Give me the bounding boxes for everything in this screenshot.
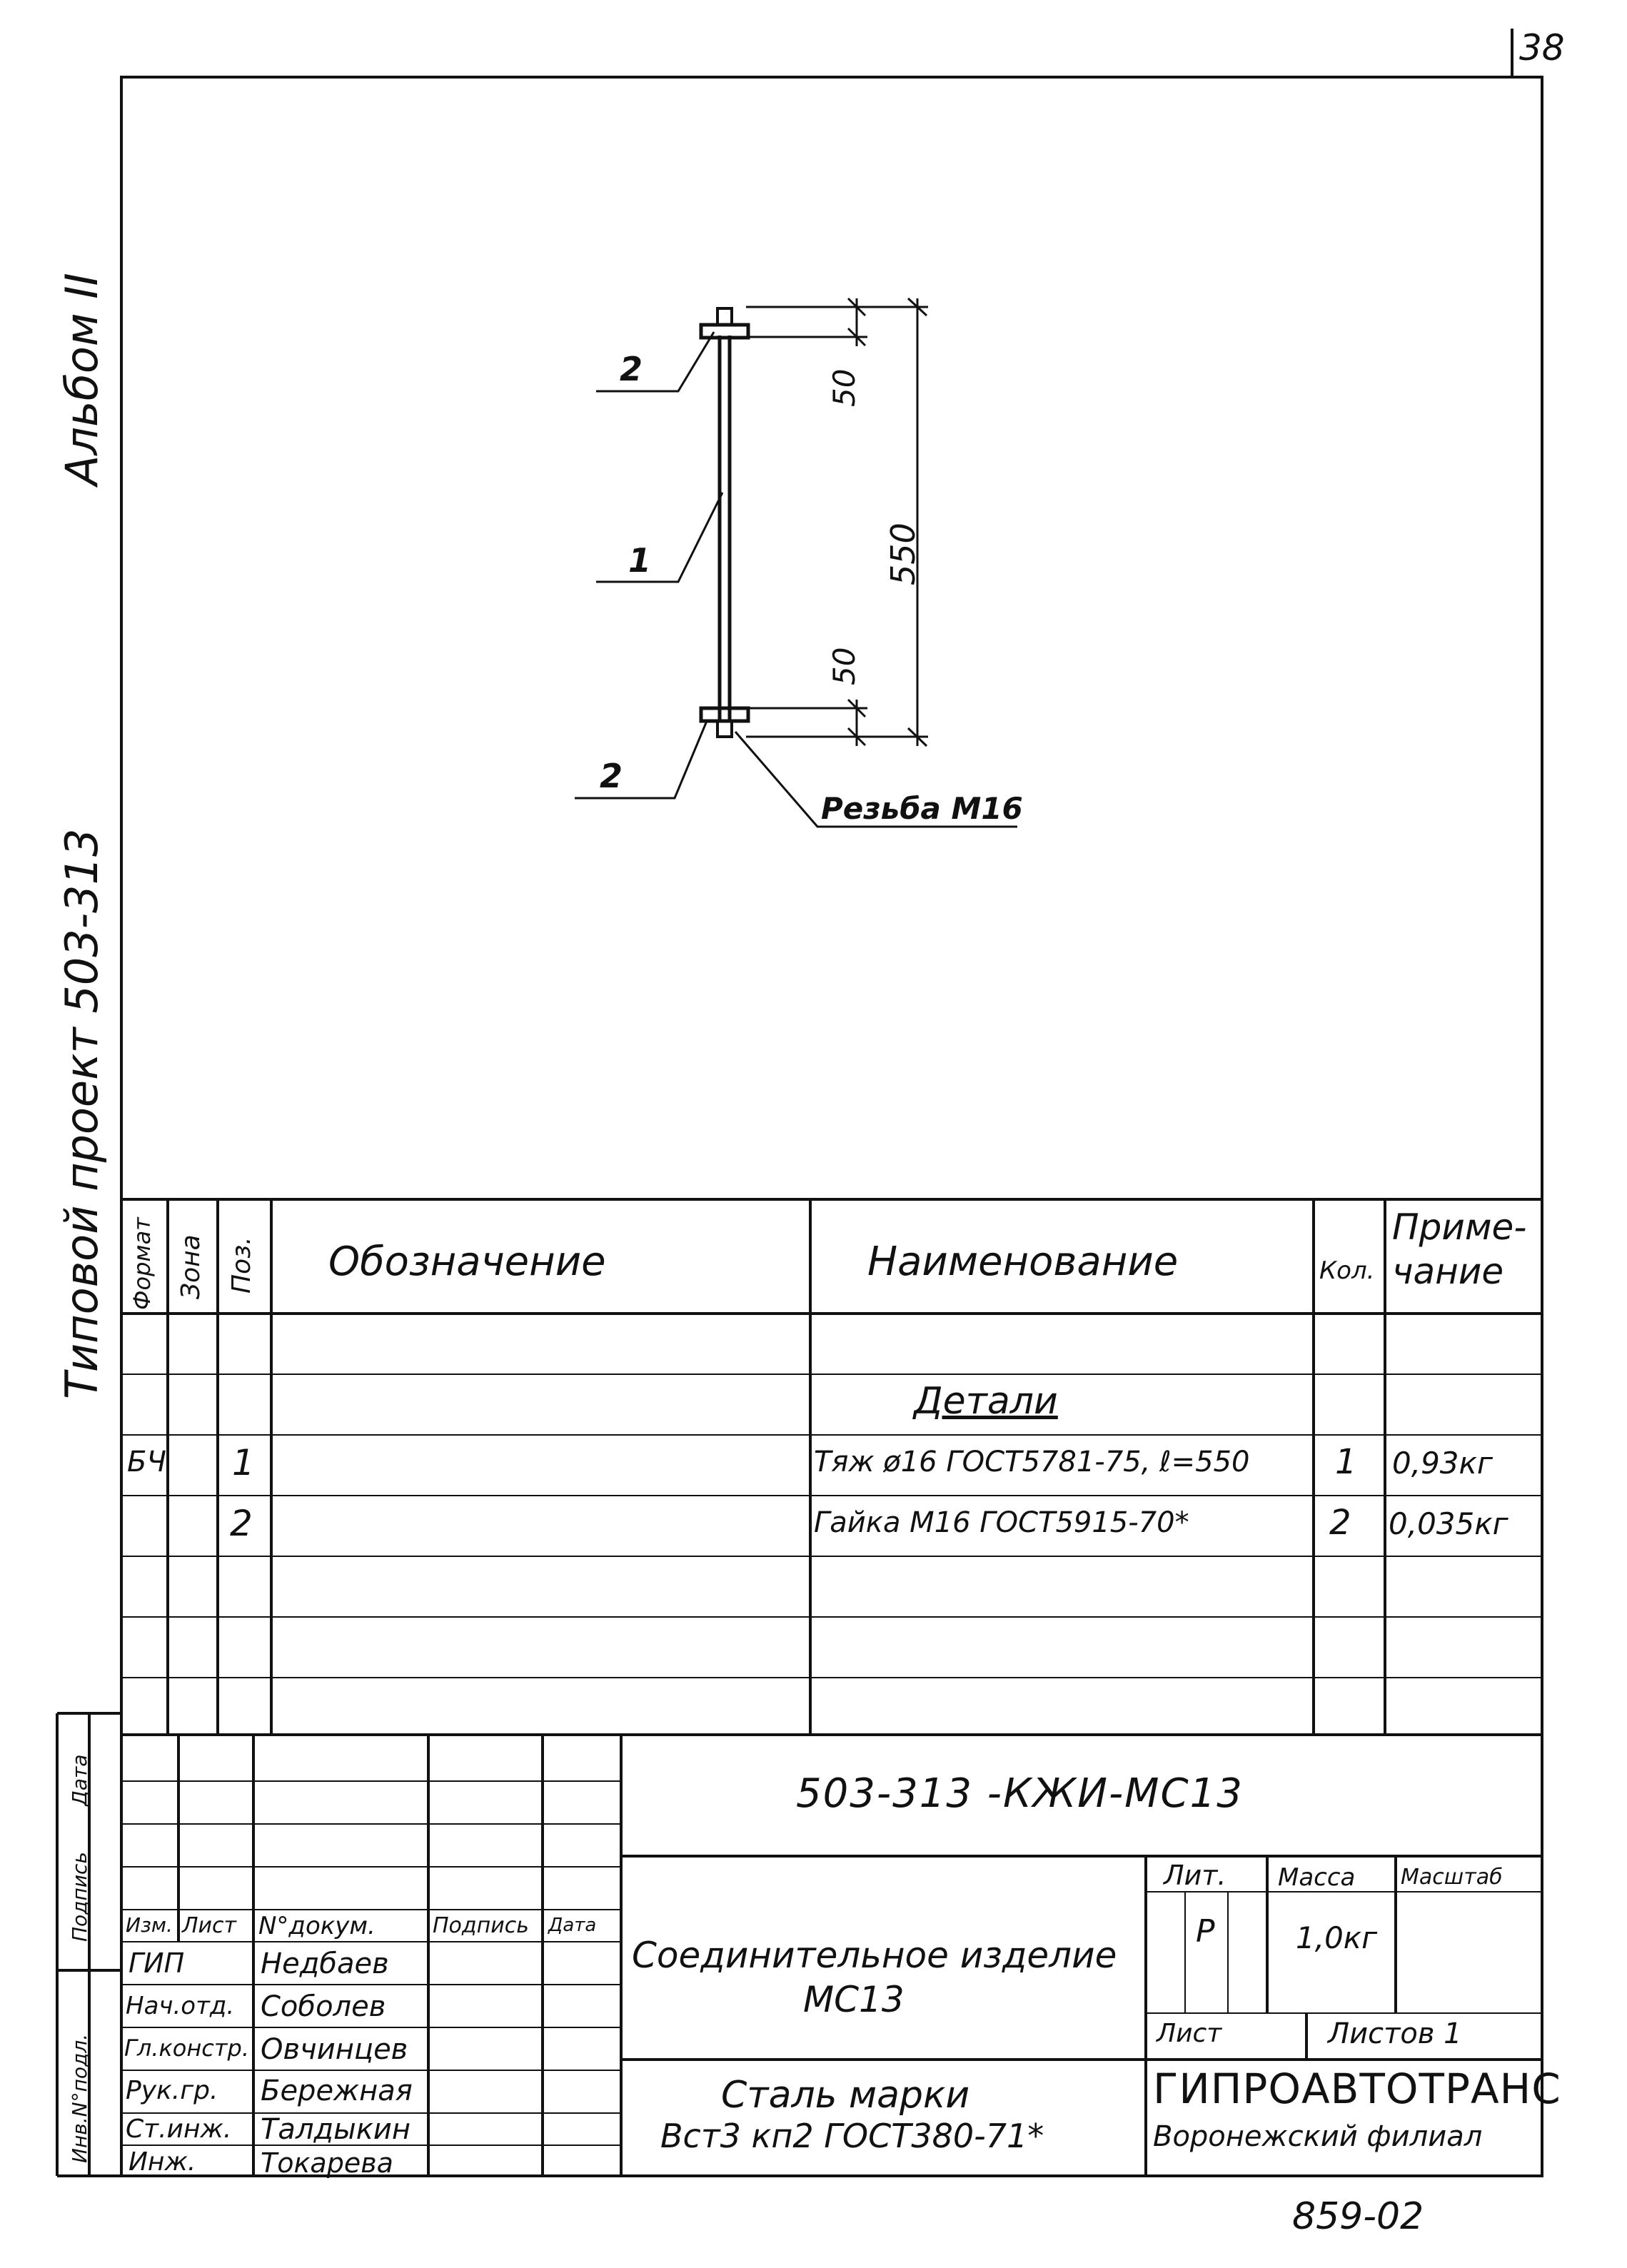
tb-header-sign: Подпись [433, 1913, 529, 1938]
row-pos: 2 [230, 1503, 253, 1544]
project-label: Типовой проект 503-313 [56, 828, 108, 1399]
scale-label: Масштаб [1401, 1865, 1503, 1890]
header-note-line1: Приме- [1392, 1206, 1527, 1248]
section-title: Детали [914, 1380, 1058, 1423]
document-code: 503-313 -КЖИ-МС13 [796, 1770, 1244, 1817]
row-pos: 1 [232, 1442, 255, 1483]
material-line2: Вст3 кп2 ГОСТ380-71* [660, 2117, 1044, 2155]
tb-role: Нач.отд. [126, 1992, 235, 2020]
stamp-inv-label: Инв.N°подл. [68, 2033, 91, 2163]
tb-header-doc: N°докум. [258, 1912, 376, 1940]
row-note: 0,93кг [1392, 1446, 1493, 1481]
header-name: Наименование [867, 1239, 1179, 1285]
tb-person: Токарева [261, 2147, 393, 2179]
header-pos: Поз. [227, 1236, 256, 1294]
header-format: Формат [129, 1217, 156, 1310]
row-qty: 1 [1335, 1442, 1357, 1482]
stamp-sign-label: Подпись [68, 1852, 91, 1942]
sheets-label: Листов 1 [1328, 2017, 1462, 2050]
page-number: 38 [1519, 27, 1565, 69]
row-format: БЧ [127, 1446, 166, 1478]
dimension-bottom: 50 [827, 647, 862, 685]
header-designation: Обозначение [328, 1239, 606, 1285]
row-note: 0,035кг [1389, 1506, 1508, 1541]
bottom-code: 859-02 [1292, 2195, 1424, 2238]
header-note-line2: чание [1392, 1251, 1504, 1292]
tb-person: Бережная [261, 2075, 413, 2107]
product-name: Соединительное изделие [632, 1935, 1117, 1976]
tb-role: Инж. [129, 2147, 196, 2177]
dimension-top: 50 [827, 368, 862, 407]
material-line1: Сталь марки [721, 2074, 970, 2117]
tb-header-list: Лист [182, 1913, 237, 1938]
header-qty: Кол. [1319, 1256, 1375, 1285]
tb-role: Ст.инж. [126, 2115, 232, 2144]
mass-value: 1,0кг [1296, 1920, 1378, 1955]
header-zone: Зона [176, 1234, 206, 1299]
stamp-date-label: Дата [68, 1754, 91, 1806]
album-label: Альбом II [56, 273, 108, 485]
row-qty: 2 [1329, 1503, 1351, 1543]
mass-label: Масса [1278, 1863, 1356, 1892]
tb-role: Гл.констр. [124, 2035, 249, 2062]
tb-header-date: Дата [548, 1915, 597, 1936]
row-name: Гайка М16 ГОСТ5915-70* [814, 1506, 1189, 1539]
sheet-label: Лист [1157, 2019, 1222, 2048]
lit-value: Р [1196, 1913, 1215, 1950]
lit-label: Лит. [1164, 1860, 1226, 1891]
tb-header-izm: Изм. [126, 1913, 173, 1937]
row-name: Тяж ø16 ГОСТ5781-75, ℓ=550 [814, 1446, 1250, 1478]
tb-person: Овчинцев [261, 2033, 408, 2066]
dimension-total: 550 [884, 523, 922, 585]
position-label-middle: 1 [628, 541, 652, 580]
tb-role: ГИП [129, 1947, 185, 1979]
organization-branch: Воронежский филиал [1153, 2120, 1483, 2153]
tb-person: Соболев [261, 1990, 386, 2023]
tb-person: Недбаев [261, 1947, 389, 1980]
position-label-bottom: 2 [600, 757, 623, 795]
tb-role: Рук.гр. [126, 2076, 218, 2105]
thread-label: Резьба М16 [821, 791, 1023, 826]
product-code: МС13 [803, 1979, 905, 2020]
organization-name: ГИПРОАВТОТРАНС [1153, 2065, 1561, 2113]
position-label-top: 2 [620, 350, 643, 388]
tb-person: Талдыкин [261, 2113, 411, 2146]
